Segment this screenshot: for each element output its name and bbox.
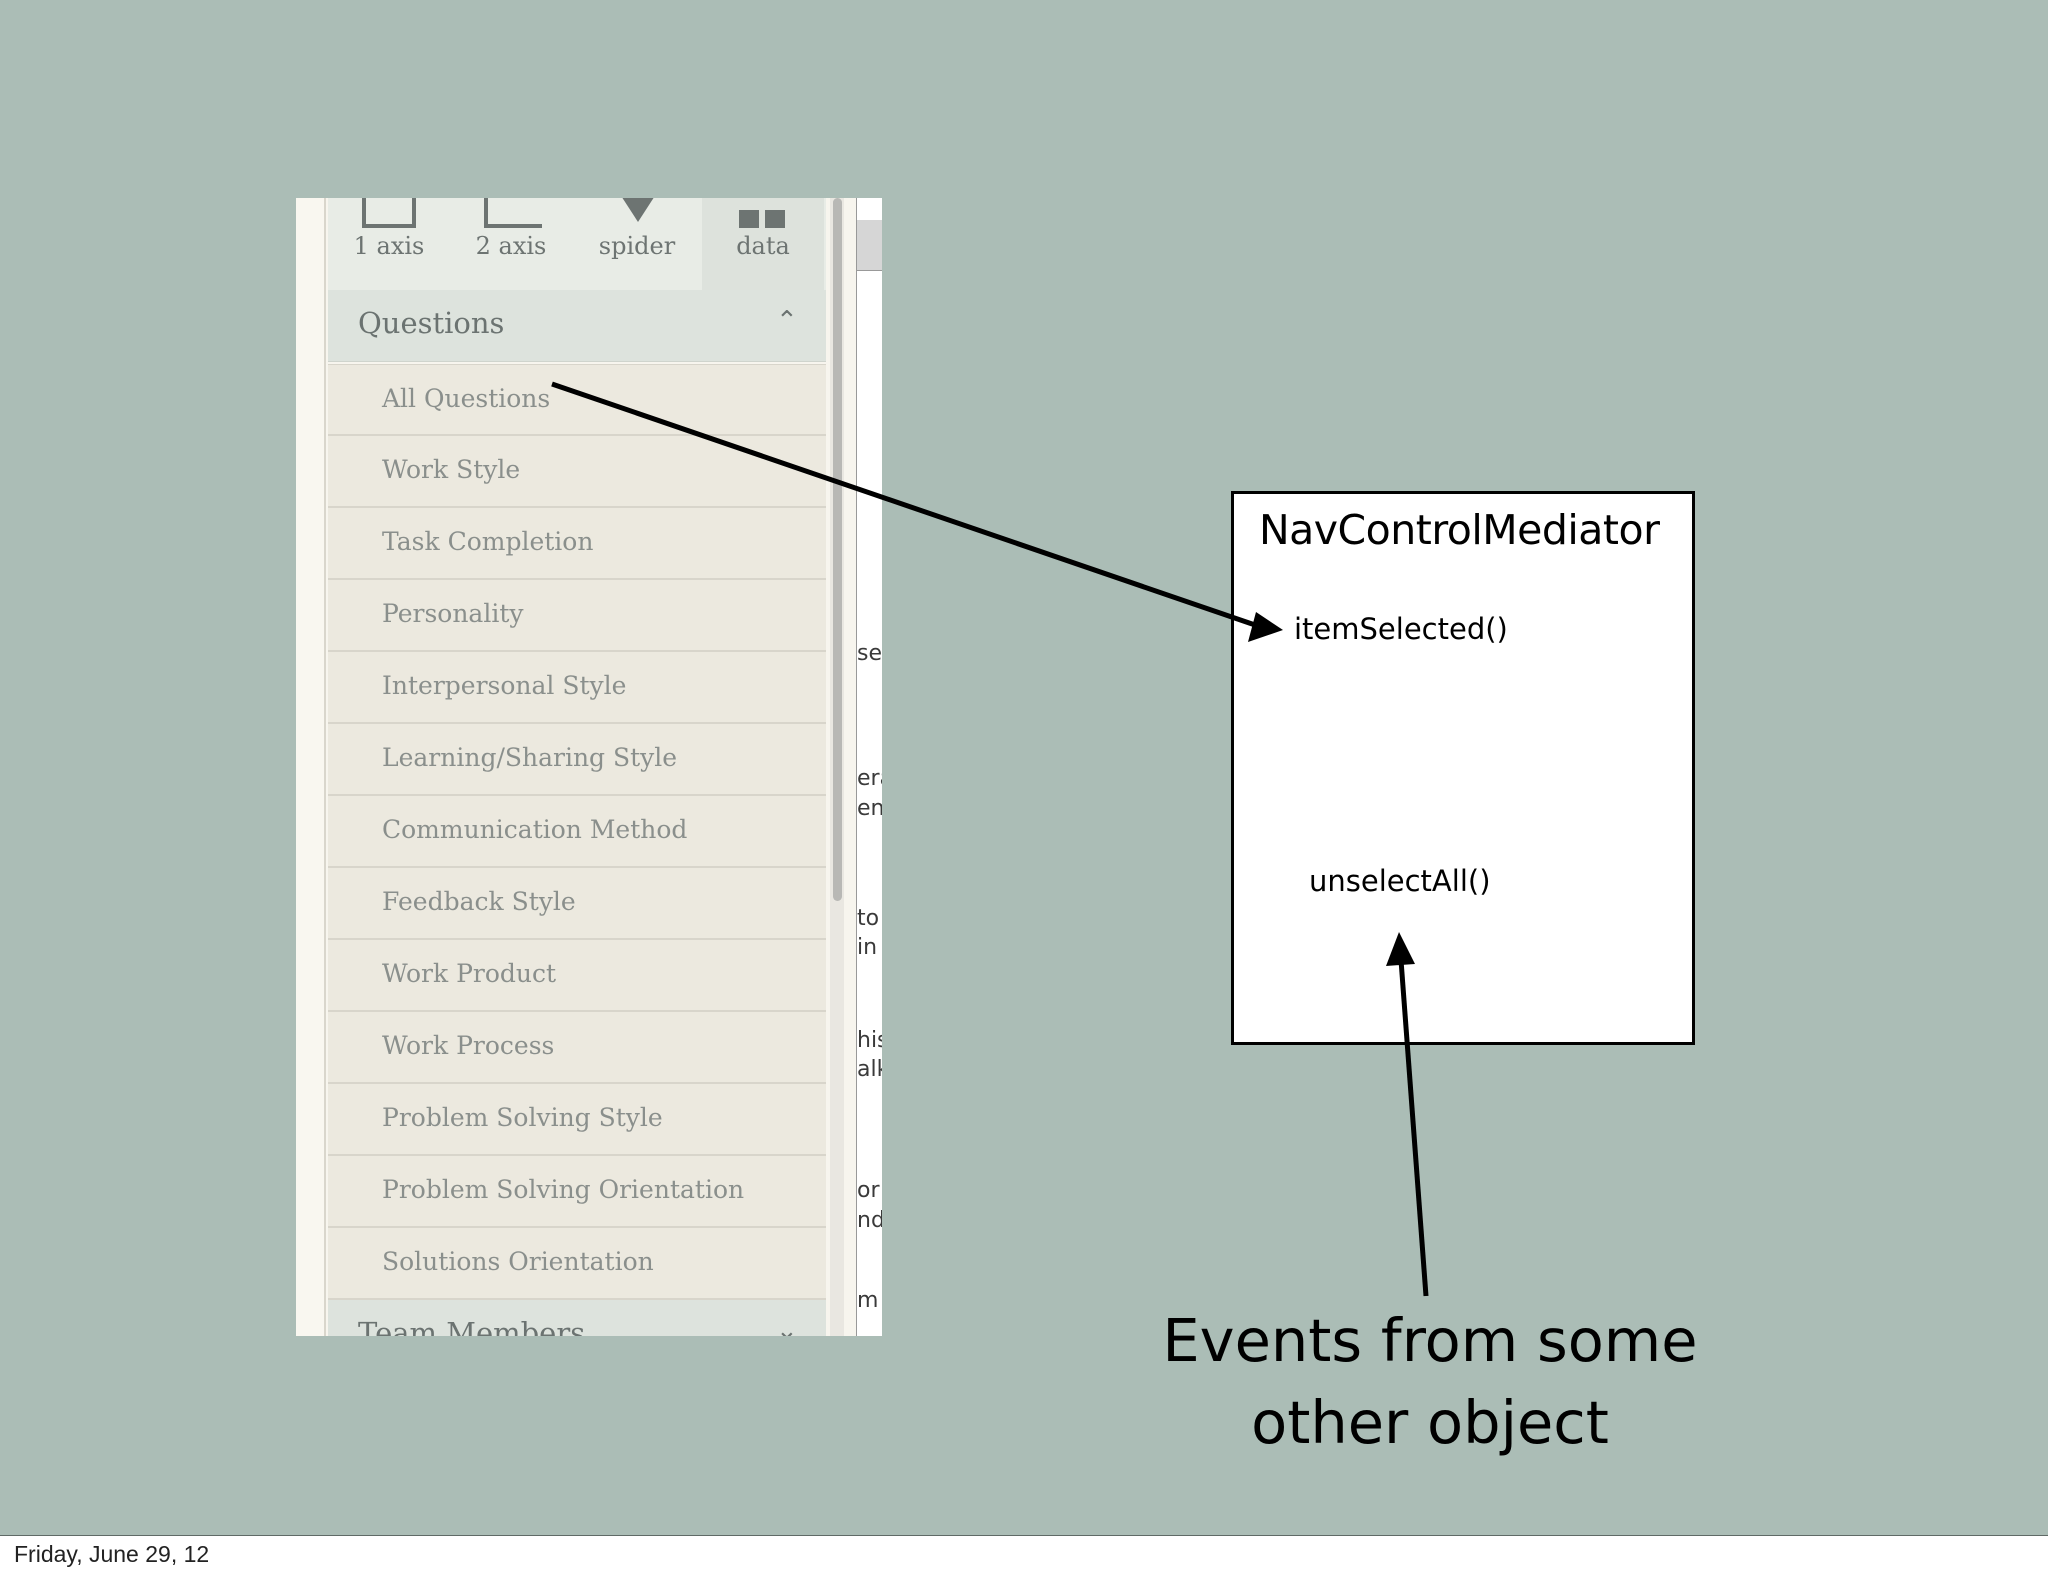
content-pane-header	[857, 220, 882, 271]
question-label: All Questions	[382, 384, 551, 413]
chart-type-bar: 1 axis 2 axis spider data	[328, 198, 826, 290]
questions-list: All Questions Work Style Task Completion…	[328, 364, 826, 1300]
caption-line-1: Events from some	[1162, 1306, 1698, 1375]
list-item[interactable]: Learning/Sharing Style	[328, 724, 826, 796]
nav-panel-screenshot: 1 axis 2 axis spider data Questions ⌃ Al…	[296, 198, 882, 1336]
chart-type-2-axis[interactable]: 2 axis	[450, 198, 572, 290]
question-label: Problem Solving Orientation	[382, 1175, 745, 1204]
question-label: Work Style	[382, 455, 521, 484]
truncated-text: alk	[857, 1057, 882, 1082]
truncated-text: m	[857, 1288, 879, 1313]
chart-type-label: 2 axis	[475, 232, 547, 260]
mediator-title: NavControlMediator	[1259, 506, 1660, 554]
truncated-text: nd	[857, 1208, 882, 1233]
question-label: Feedback Style	[382, 887, 576, 916]
chart-type-label: spider	[598, 232, 676, 260]
chart-type-1-axis[interactable]: 1 axis	[328, 198, 450, 290]
events-caption: Events from some other object	[1130, 1300, 1730, 1464]
chart-type-spider[interactable]: spider	[576, 198, 698, 290]
list-item[interactable]: Solutions Orientation	[328, 1228, 826, 1300]
list-item[interactable]: Feedback Style	[328, 868, 826, 940]
list-item[interactable]: Communication Method	[328, 796, 826, 868]
spider-icon	[616, 198, 660, 222]
team-members-section-header[interactable]: Team Members ⌄	[328, 1300, 826, 1336]
truncated-text: his	[857, 1028, 882, 1053]
unselect-all-method: unselectAll()	[1309, 864, 1491, 898]
list-item[interactable]: Work Product	[328, 940, 826, 1012]
truncated-text: or	[857, 1178, 880, 1203]
nav-control-mediator-box: NavControlMediator itemSelected() unsele…	[1231, 491, 1695, 1045]
question-label: Task Completion	[382, 527, 594, 556]
list-item[interactable]: Problem Solving Style	[328, 1084, 826, 1156]
question-label: Learning/Sharing Style	[382, 743, 678, 772]
truncated-text: in	[857, 935, 878, 960]
list-item[interactable]: Interpersonal Style	[328, 652, 826, 724]
chart-type-label: 1 axis	[353, 232, 425, 260]
list-item[interactable]: Work Style	[328, 436, 826, 508]
list-item[interactable]: All Questions	[328, 364, 826, 436]
content-pane-edge: sel era en to in his alk or nd m	[856, 198, 882, 1336]
chart-type-label: data	[736, 232, 790, 260]
chevron-down-icon[interactable]: ⌄	[776, 1316, 798, 1336]
question-label: Interpersonal Style	[382, 671, 627, 700]
one-axis-icon	[362, 198, 416, 228]
list-item[interactable]: Problem Solving Orientation	[328, 1156, 826, 1228]
truncated-text: sel	[857, 641, 882, 666]
questions-section-header[interactable]: Questions ⌃	[328, 290, 826, 362]
footer-date: Friday, June 29, 12	[14, 1541, 210, 1567]
question-label: Work Process	[382, 1031, 555, 1060]
two-axis-icon	[484, 198, 542, 228]
chart-type-data[interactable]: data	[702, 198, 824, 290]
truncated-text: era	[857, 766, 882, 791]
panel-scrollbar[interactable]	[830, 198, 844, 1336]
question-label: Communication Method	[382, 815, 688, 844]
truncated-text: to	[857, 906, 880, 931]
question-label: Problem Solving Style	[382, 1103, 663, 1132]
panel-left-edge	[296, 198, 326, 1336]
caption-line-2: other object	[1251, 1388, 1609, 1457]
questions-header-title: Questions	[358, 306, 505, 340]
list-item[interactable]: Task Completion	[328, 508, 826, 580]
chevron-up-icon[interactable]: ⌃	[776, 306, 798, 336]
question-label: Work Product	[382, 959, 557, 988]
question-label: Solutions Orientation	[382, 1247, 654, 1276]
item-selected-method: itemSelected()	[1294, 612, 1508, 646]
question-label: Personality	[382, 599, 524, 628]
data-icon	[738, 206, 792, 228]
scrollbar-thumb[interactable]	[833, 198, 842, 901]
truncated-text: en	[857, 796, 882, 821]
team-members-header-title: Team Members	[358, 1316, 586, 1336]
list-item[interactable]: Work Process	[328, 1012, 826, 1084]
list-item[interactable]: Personality	[328, 580, 826, 652]
